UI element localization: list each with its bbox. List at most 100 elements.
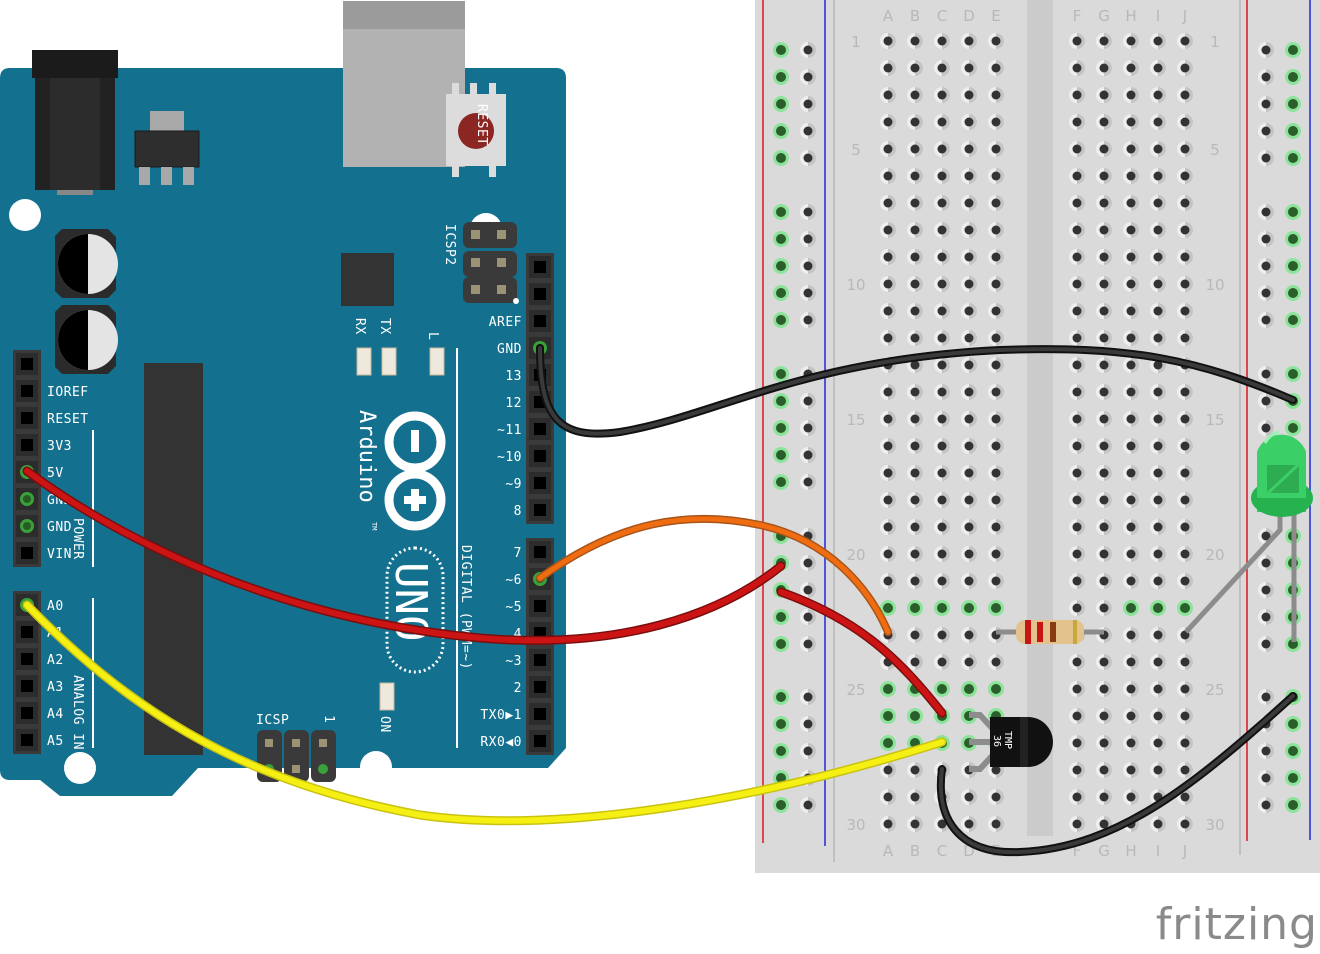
hole-F16[interactable] [1069,438,1085,454]
rail-hole-left-negative[interactable] [800,96,816,112]
hole-J18[interactable] [1177,492,1193,508]
rail-hole-right-positive[interactable] [1258,420,1274,436]
hole-F21[interactable] [1069,573,1085,589]
rail-hole-right-negative[interactable] [1285,797,1301,813]
hole-H29[interactable] [1123,789,1139,805]
hole-F24[interactable] [1069,654,1085,670]
hole-B14[interactable] [907,384,923,400]
hole-C11[interactable] [934,303,950,319]
rail-hole-right-positive[interactable] [1258,123,1274,139]
hole-A25[interactable] [880,681,896,697]
hole-D13[interactable] [961,357,977,373]
hole-J19[interactable] [1177,519,1193,535]
hole-B26[interactable] [907,708,923,724]
hole-A11[interactable] [880,303,896,319]
hole-H27[interactable] [1123,735,1139,751]
hole-A3[interactable] [880,87,896,103]
hole-A7[interactable] [880,195,896,211]
hole-G14[interactable] [1096,384,1112,400]
reset-button[interactable] [446,83,506,177]
hole-D11[interactable] [961,303,977,319]
rail-hole-right-positive[interactable] [1258,609,1274,625]
hole-F28[interactable] [1069,762,1085,778]
power-header-pin[interactable] [16,488,38,510]
hole-G24[interactable] [1096,654,1112,670]
hole-J27[interactable] [1177,735,1193,751]
hole-I9[interactable] [1150,249,1166,265]
rail-hole-left-positive[interactable] [773,447,789,463]
hole-C22[interactable] [934,600,950,616]
hole-E21[interactable] [988,573,1004,589]
hole-E16[interactable] [988,438,1004,454]
hole-C7[interactable] [934,195,950,211]
hole-B16[interactable] [907,438,923,454]
hole-F9[interactable] [1069,249,1085,265]
hole-B6[interactable] [907,168,923,184]
hole-D22[interactable] [961,600,977,616]
hole-F25[interactable] [1069,681,1085,697]
rail-hole-left-negative[interactable] [800,797,816,813]
hole-I18[interactable] [1150,492,1166,508]
hole-D10[interactable] [961,276,977,292]
hole-H6[interactable] [1123,168,1139,184]
hole-E22[interactable] [988,600,1004,616]
hole-A20[interactable] [880,546,896,562]
hole-B1[interactable] [907,33,923,49]
hole-E11[interactable] [988,303,1004,319]
hole-A29[interactable] [880,789,896,805]
hole-F7[interactable] [1069,195,1085,211]
tmp36-sensor[interactable]: TMP 36 [990,717,1053,767]
hole-A2[interactable] [880,60,896,76]
hole-J3[interactable] [1177,87,1193,103]
hole-H1[interactable] [1123,33,1139,49]
power-header-pin[interactable] [16,380,38,402]
rail-hole-left-positive[interactable] [773,420,789,436]
hole-G2[interactable] [1096,60,1112,76]
hole-D2[interactable] [961,60,977,76]
hole-J20[interactable] [1177,546,1193,562]
rail-hole-left-negative[interactable] [800,474,816,490]
hole-D7[interactable] [961,195,977,211]
hole-A4[interactable] [880,114,896,130]
digital-header-pin[interactable] [529,445,551,467]
hole-G21[interactable] [1096,573,1112,589]
hole-I27[interactable] [1150,735,1166,751]
hole-J28[interactable] [1177,762,1193,778]
hole-C24[interactable] [934,654,950,670]
hole-J2[interactable] [1177,60,1193,76]
rail-hole-left-positive[interactable] [773,716,789,732]
hole-A26[interactable] [880,708,896,724]
hole-B2[interactable] [907,60,923,76]
hole-B18[interactable] [907,492,923,508]
hole-H2[interactable] [1123,60,1139,76]
rail-hole-left-negative[interactable] [800,150,816,166]
rail-hole-left-negative[interactable] [800,69,816,85]
hole-I25[interactable] [1150,681,1166,697]
hole-C25[interactable] [934,681,950,697]
hole-B24[interactable] [907,654,923,670]
hole-E7[interactable] [988,195,1004,211]
digital-header-pin[interactable] [529,703,551,725]
hole-J5[interactable] [1177,141,1193,157]
hole-H18[interactable] [1123,492,1139,508]
hole-D8[interactable] [961,222,977,238]
hole-G16[interactable] [1096,438,1112,454]
hole-B9[interactable] [907,249,923,265]
hole-H8[interactable] [1123,222,1139,238]
hole-E23[interactable] [988,627,1004,643]
hole-A15[interactable] [880,411,896,427]
rail-hole-right-positive[interactable] [1258,743,1274,759]
hole-F22[interactable] [1069,600,1085,616]
rail-hole-left-negative[interactable] [800,204,816,220]
power-header-pin[interactable] [16,353,38,375]
hole-A28[interactable] [880,762,896,778]
hole-F20[interactable] [1069,546,1085,562]
rail-hole-right-negative[interactable] [1285,743,1301,759]
hole-F12[interactable] [1069,330,1085,346]
rail-hole-left-positive[interactable] [773,285,789,301]
hole-C20[interactable] [934,546,950,562]
hole-I12[interactable] [1150,330,1166,346]
rail-hole-right-negative[interactable] [1285,42,1301,58]
hole-H4[interactable] [1123,114,1139,130]
hole-G12[interactable] [1096,330,1112,346]
